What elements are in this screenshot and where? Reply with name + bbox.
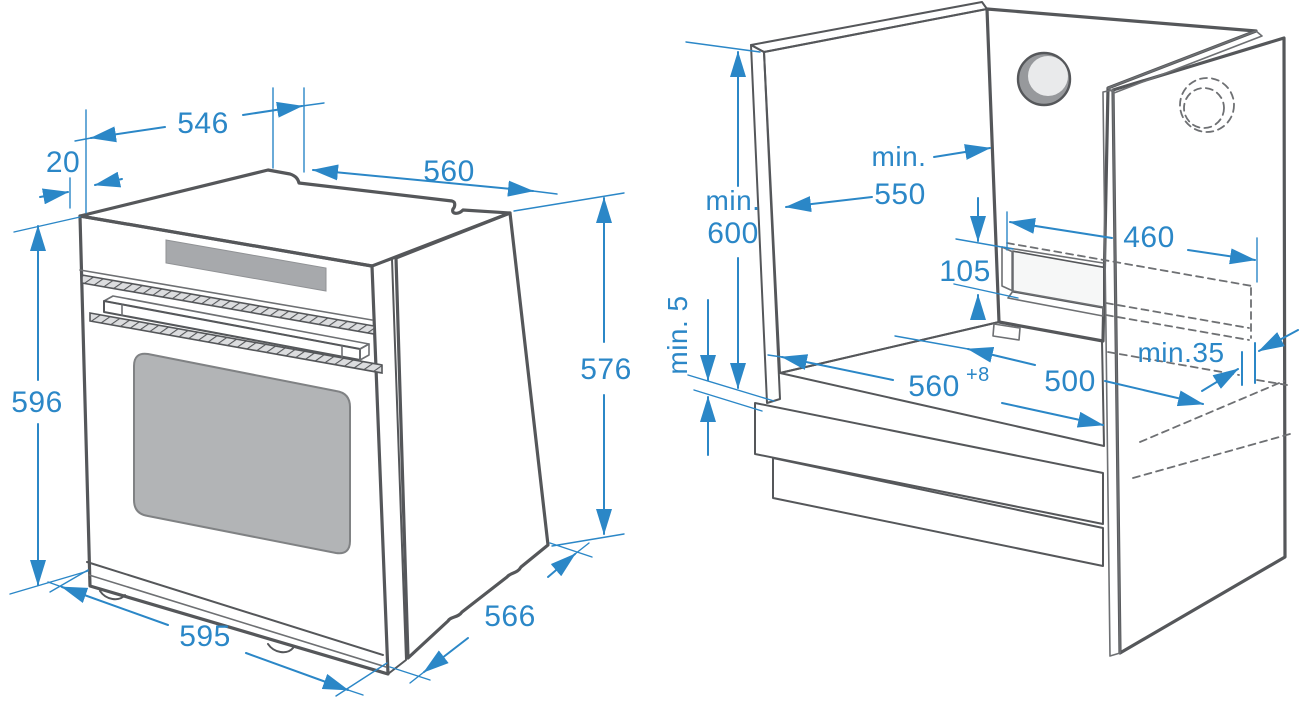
dim-front-height: 596 [9,216,89,595]
label-niche-depth-min: min. [872,141,927,172]
oven-front-face [78,214,390,676]
dim-niche-height: min. 600 [685,41,761,389]
label-top-depth: 560 [423,155,475,188]
door-window [133,352,351,555]
cabinet-kickboard [772,457,1104,567]
dim-recess-width: 460 [1006,211,1258,283]
cabinet-floor [779,321,1105,447]
right-panel-front-edge [1102,89,1121,657]
label-top-width: 546 [177,107,229,140]
dim-front-overhang: 20 [39,146,123,209]
vent-rail-top [81,274,375,335]
oven-side-panel [394,211,550,660]
vent-hole [1016,51,1072,107]
hidden-vent-hole [1179,77,1235,133]
label-recess-depth: 500 [1044,365,1096,398]
dim-plinth-gap: min. 5 [662,295,775,456]
label-niche-height-min: min. [706,185,761,216]
label-recess-width: 460 [1123,221,1175,254]
label-body-height: 576 [580,353,632,386]
oven-drawing: 546 20 560 596 [9,87,632,697]
label-front-width: 595 [179,620,231,653]
label-niche-depth-value: 550 [874,178,926,211]
dim-niche-depth: min. 550 [785,141,991,213]
floor-cable-notch [992,323,1021,341]
cabinet-left-wall-top-edge [750,1,988,53]
label-niche-height-value: 600 [707,217,759,250]
oven-feet [99,590,294,654]
dim-recess-depth: 500 [894,335,1204,407]
label-rear-gap: min.35 [1137,337,1224,368]
door-handle [103,295,370,361]
cabinet-left-wall-front-edge [750,44,781,404]
label-front-height: 596 [11,386,63,419]
dim-rear-gap: min.35 [1137,329,1299,392]
control-panel-bottom-edge [79,269,373,321]
label-niche-width: 560 [908,370,960,403]
label-niche-width-tolerance: +8 [966,364,990,386]
dim-front-width: 595 [47,569,388,697]
oven-top-face [78,168,512,268]
label-front-overhang: 20 [46,146,80,179]
vent-rail-door [89,312,383,374]
dim-top-depth: 560 [312,155,558,197]
dim-bottom-depth: 566 [389,542,593,684]
door-bottom-edge [86,561,384,656]
right-panel-top-edge [1107,30,1263,94]
display-window [165,239,327,292]
dim-body-height: 576 [513,192,632,547]
label-bottom-depth: 566 [484,600,536,633]
cabinet-base [754,402,1104,525]
cabinet-drawing: min. 600 min. 5 min. 550 460 [662,1,1299,657]
label-plinth-gap: min. 5 [662,295,693,374]
plinth-edge [88,574,387,668]
dim-recess-height: 105 [939,197,1019,320]
label-recess-height: 105 [939,255,991,288]
dim-top-width: 546 [74,87,325,214]
dim-niche-width: 560 +8 [767,354,1104,428]
